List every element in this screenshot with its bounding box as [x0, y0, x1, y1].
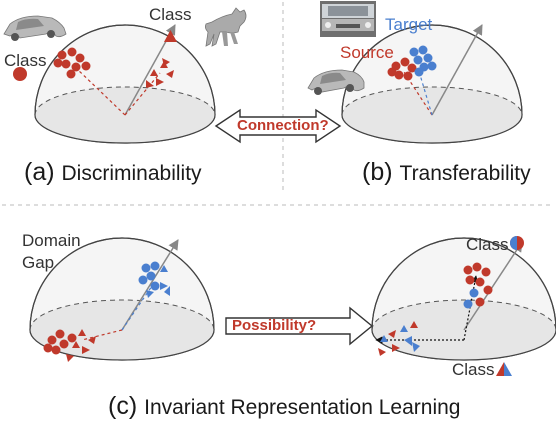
class-label-a-right: Class	[149, 5, 192, 24]
hemisphere-a	[34, 24, 216, 144]
caption-b-title: Transferability	[399, 162, 531, 185]
car-model-icon	[307, 69, 365, 95]
possibility-arrow	[225, 306, 374, 346]
aligned-triangle-cluster	[378, 321, 420, 356]
class-circle-cluster	[53, 47, 91, 79]
aligned-circle-cluster	[463, 262, 493, 309]
class-label-a-left: Class	[4, 51, 47, 70]
target-mixed-cluster	[138, 261, 170, 298]
target-cluster	[409, 45, 437, 77]
target-label: Target	[385, 15, 433, 34]
source-cluster	[387, 57, 417, 81]
caption-c: (c) Invariant Representation Learning	[108, 394, 460, 419]
domain-gap-line1: Domain	[22, 231, 81, 250]
hemisphere-c-left	[29, 237, 215, 362]
caption-a-title: Discriminability	[61, 162, 202, 185]
caption-b: (b) Transferability	[362, 160, 531, 185]
connection-arrow	[214, 108, 342, 144]
class-label-c-top: Class	[466, 235, 509, 254]
caption-c-letter: (c)	[108, 392, 138, 420]
source-mixed-cluster	[43, 329, 96, 362]
caption-c-title: Invariant Representation Learning	[144, 396, 461, 419]
connection-label: Connection?	[237, 117, 329, 134]
hemisphere-b	[341, 24, 523, 144]
car-icon	[3, 15, 67, 41]
caption-a-letter: (a)	[24, 158, 55, 186]
caption-b-letter: (b)	[362, 158, 393, 186]
car-photo-icon	[320, 1, 376, 37]
class-triangle-cluster	[146, 58, 174, 88]
domain-gap-line2: Gap	[22, 253, 55, 272]
caption-a: (a) Discriminability	[24, 160, 202, 185]
split-triangle-icon	[496, 362, 512, 376]
horse-icon	[204, 7, 247, 47]
class-circle-legend	[13, 67, 27, 81]
class-triangle-legend	[164, 30, 177, 42]
source-label: Source	[340, 43, 394, 62]
class-label-c-bottom: Class	[452, 360, 495, 379]
hemisphere-c-right	[371, 237, 556, 361]
possibility-label: Possibility?	[232, 317, 317, 334]
split-circle-icon	[510, 236, 524, 250]
